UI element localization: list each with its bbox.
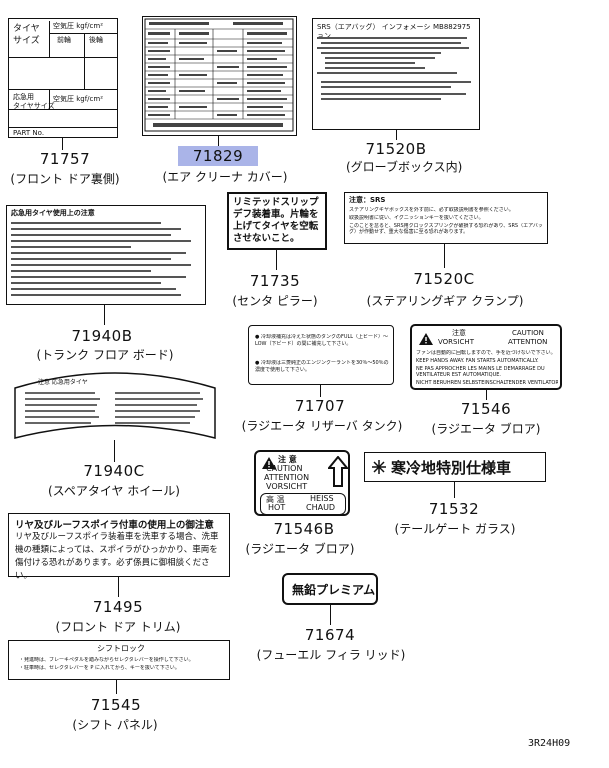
hot-heiss: HEISS <box>310 494 334 503</box>
part-caption-71545: (シフト パネル) <box>72 718 158 732</box>
emission-info-label <box>142 16 297 136</box>
fan-caution-head-de: VORSICHT <box>438 338 474 346</box>
unleaded-premium-label: 無鉛プレミアム <box>282 573 378 605</box>
srs-info-text-block <box>317 37 471 100</box>
part-caption-71674: (フューエル フィラ リッド) <box>256 648 406 662</box>
trunk-text-block <box>11 222 191 296</box>
hot-caution-jp: 注 意 <box>278 455 297 464</box>
warning-triangle-icon <box>419 333 433 345</box>
shift-lock-title: シフトロック <box>97 644 145 653</box>
cold-climate-label: 寒冷地特別仕様車 <box>364 452 546 482</box>
spare-tire-size-text: タイヤサイズ <box>13 102 55 110</box>
fan-caution-l3: NE PAS APPROCHER LES MAINS LE DEMARRAGE … <box>416 366 545 378</box>
part-number-71495: 71495 <box>92 598 144 616</box>
hot-vorsicht: VORSICHT <box>266 482 308 491</box>
fan-caution-l4: NICHT BERÜHREN SELBSTEINSCHALTENDER VENT… <box>416 380 558 386</box>
rear-wheel-header: 後輪 <box>89 36 103 44</box>
hot-attention: ATTENTION <box>264 473 310 482</box>
srs-info-title: SRS（エアバッグ） インフォメーション <box>317 23 431 40</box>
part-number-71940c: 71940C <box>83 462 145 480</box>
srs-clamp-label: 注意：SRS ステアリングギヤボックスを外す前に、必ず取扱説明書を参照ください。… <box>344 192 548 244</box>
part-caption-71495: (フロント ドア トリム) <box>55 620 181 634</box>
spoiler-caution-label: リヤ及びルーフスポイラ付車の使用上の御注意 リヤ及びルーフスポイラ装着車を洗車す… <box>8 513 230 581</box>
srs-clamp-line2: 取扱説明書に従い、イグニッションキーを抜いてください。 <box>349 215 484 221</box>
snowflake-icon <box>372 460 386 474</box>
part-number-71674: 71674 <box>304 626 356 644</box>
part-caption-71546b: (ラジエータ ブロア) <box>245 542 355 556</box>
fan-caution-head-jp: 注意 <box>452 329 466 337</box>
srs-clamp-line3: このことを怠ると、SRS用クロックスプリングが破損する恐れがあり、SRS（エアバ… <box>349 223 543 235</box>
shift-lock-label: シフトロック ・発進時は、ブレーキペダルを踏みながらセレクタレバーを操作して下さ… <box>8 640 230 680</box>
part-caption-71940b: (トランク フロア ボード) <box>36 348 174 362</box>
fan-caution-head-en: CAUTION <box>512 329 544 337</box>
reservoir-line1: ● 冷却液補充は冷えた状態のタンクのFULL（上ビード）〜LOW（下ビード）の間… <box>255 334 389 347</box>
part-number-71546: 71546 <box>460 400 512 418</box>
diagram-code: 3R24H09 <box>528 738 571 749</box>
trunk-label-title: 応急用タイヤ使用上の注意 <box>11 209 95 217</box>
part-number-71735: 71735 <box>249 272 301 290</box>
spare-tire-title: 注意 応急用タイヤ <box>38 379 88 386</box>
part-caption-71829: (エア クリーナ カバー) <box>162 170 288 184</box>
part-number-71520b: 71520B <box>365 140 427 158</box>
tire-pressure-label: タイヤサイズ 空気圧 kgf/cm² 前輪 後輪 応急用タイヤサイズ 空気圧 k… <box>8 18 118 138</box>
part-number-71829[interactable]: 71829 <box>178 146 258 166</box>
fan-caution-l1: ファンは自動的に回転しますので、手を近づけないで下さい。 <box>416 350 556 356</box>
reservoir-label: ● 冷却液補充は冷えた状態のタンクのFULL（上ビード）〜LOW（下ビード）の間… <box>248 325 394 385</box>
part-number-71546b: 71546B <box>273 520 335 538</box>
warning-triangle-icon <box>262 457 276 469</box>
hot-en: HOT <box>268 503 286 512</box>
part-caption-71735: (センタ ピラー) <box>232 294 318 308</box>
limited-slip-label: リミテッドスリップデフ装着車。片輪を上げてタイヤを空転させないこと。 <box>227 192 327 250</box>
srs-info-label: SRS（エアバッグ） インフォメーション MB882975 <box>312 18 480 130</box>
hot-caution-label: 注 意 CAUTION ATTENTION VORSICHT 高 温 HEISS… <box>254 450 350 516</box>
fan-caution-label: 注意 CAUTION VORSICHT ATTENTION ファンは自動的に回転… <box>410 324 562 390</box>
part-no-text: PART No. <box>13 129 45 137</box>
trunk-floor-label: 応急用タイヤ使用上の注意 <box>6 205 206 305</box>
part-caption-71520c: (ステアリングギア クランプ) <box>366 294 524 308</box>
part-caption-71940c: (スペアタイヤ ホイール) <box>48 484 180 498</box>
part-number-71520c: 71520C <box>413 270 475 288</box>
hot-jp: 高 温 <box>266 495 285 504</box>
unleaded-premium-text: 無鉛プレミアム <box>292 583 376 597</box>
tire-label-text: タイヤ <box>13 24 40 34</box>
hot-caution-en: CAUTION <box>266 464 303 473</box>
part-caption-71757: (フロント ドア裏側) <box>10 172 120 186</box>
reservoir-line2: ● 冷却液は三菱純正のエンジンクーラントを30％〜50％の濃度で使用して下さい。 <box>255 360 389 373</box>
limited-slip-text: リミテッドスリップデフ装着車。片輪を上げてタイヤを空転させないこと。 <box>233 197 319 244</box>
hot-chaud: CHAUD <box>306 503 336 512</box>
spoiler-body: リヤ及びルーフスポイラ装着車を洗車する場合、洗車機の種類によっては、スポイラがひ… <box>15 532 219 581</box>
part-number-71545: 71545 <box>90 696 142 714</box>
srs-clamp-title: 注意：SRS <box>349 196 386 204</box>
emission-table-graphic <box>144 18 294 132</box>
shift-lock-l1: ・発進時は、ブレーキペダルを踏みながらセレクタレバーを操作して下さい。 <box>19 657 194 663</box>
tire-size-text: サイズ <box>13 36 40 46</box>
part-number-71707: 71707 <box>294 397 346 415</box>
part-number-71940b: 71940B <box>71 327 133 345</box>
spare-tire-text: 応急用 <box>13 93 34 101</box>
spoiler-title: リヤ及びルーフスポイラ付車の使用上の御注意 <box>15 520 214 531</box>
srs-info-code: MB882975 <box>433 23 471 31</box>
shift-lock-l2: ・駐車時は、セレクタレバーを P に入れてから、キーを抜いて下さい。 <box>19 665 180 671</box>
part-number-71757: 71757 <box>39 150 91 168</box>
front-wheel-header: 前輪 <box>57 36 71 44</box>
pressure-header: 空気圧 kgf/cm² <box>53 22 104 30</box>
fan-caution-head-fr: ATTENTION <box>508 338 548 346</box>
cold-climate-text: 寒冷地特別仕様車 <box>391 459 512 477</box>
srs-clamp-line1: ステアリングギヤボックスを外す前に、必ず取扱説明書を参照ください。 <box>349 207 514 213</box>
up-arrow-icon <box>328 456 348 487</box>
part-caption-71532: (テールゲート ガラス) <box>394 522 516 536</box>
part-caption-71546: (ラジエータ ブロア) <box>431 422 541 436</box>
part-caption-71707: (ラジエータ リザーバ タンク) <box>241 419 403 433</box>
fan-caution-l2: KEEP HANDS AWAY. FAN STARTS AUTOMATICALL… <box>416 358 539 364</box>
part-caption-71520b: (グローブボックス内) <box>346 160 463 174</box>
part-number-71532: 71532 <box>428 500 480 518</box>
spare-pressure-header: 空気圧 kgf/cm² <box>53 95 104 103</box>
spare-tire-label <box>14 372 216 439</box>
